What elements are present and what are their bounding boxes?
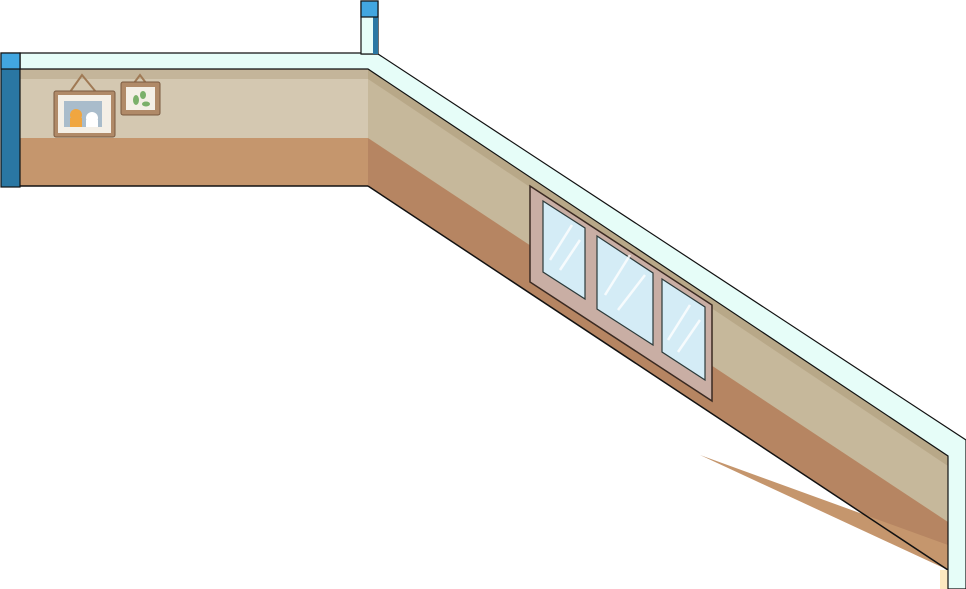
leaf-icon (133, 95, 139, 105)
left-post (0, 52, 21, 188)
window-pane-right (661, 277, 706, 382)
picture-hanger (133, 73, 147, 84)
left-wall (20, 69, 369, 187)
glass-reflections (548, 224, 702, 353)
left-wall-top-band (20, 69, 369, 79)
left-wall-lower (20, 138, 369, 186)
right-wall-top-band (368, 69, 948, 466)
left-post-cap (0, 52, 21, 70)
leaf-picture[interactable] (120, 73, 161, 116)
cat-and-dog-picture[interactable] (53, 73, 116, 138)
right-wall-floor-shade (700, 455, 948, 570)
three-pane-window[interactable] (529, 184, 713, 403)
window-pane-left (542, 199, 586, 301)
picture-hanger (69, 73, 97, 93)
back-post-shade (373, 17, 378, 54)
back-post-cap (360, 0, 379, 18)
floor-edge (940, 570, 948, 589)
picture-mat (126, 87, 155, 110)
window-pane-middle (596, 234, 654, 347)
